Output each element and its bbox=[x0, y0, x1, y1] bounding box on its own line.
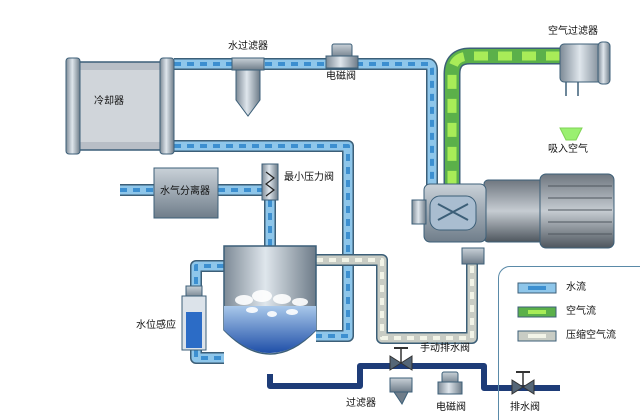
manual-drain-valve-glyph bbox=[389, 347, 413, 371]
legend-swatch-air-flow bbox=[528, 310, 546, 314]
label-manual-drain-valve: 手动排水阀 bbox=[420, 343, 470, 354]
water-filter bbox=[231, 57, 265, 117]
label-drain-valve: 排水阀 bbox=[510, 402, 540, 413]
compressor-unit bbox=[411, 173, 615, 265]
legend-swatches bbox=[517, 282, 557, 342]
bottom-solenoid-glyph bbox=[437, 371, 463, 395]
legend-swatch-water-flow bbox=[528, 286, 546, 290]
label-water-filter: 水过滤器 bbox=[228, 41, 268, 52]
solenoid-top bbox=[325, 43, 359, 69]
label-air-filter: 空气过滤器 bbox=[548, 26, 598, 37]
air-intake-arrow bbox=[559, 127, 583, 141]
label-solenoid-top: 电磁阀 bbox=[326, 71, 356, 82]
pipe-network bbox=[120, 47, 560, 391]
label-min-pressure-valve: 最小压力阀 bbox=[284, 172, 334, 183]
legend-water-label: 水流 bbox=[566, 282, 586, 293]
legend-compressed-label: 压缩空气流 bbox=[566, 330, 616, 341]
air-filter bbox=[559, 41, 611, 96]
drain-valve-glyph bbox=[511, 371, 535, 395]
label-bottom-filter: 过滤器 bbox=[346, 398, 376, 409]
min-pressure-valve bbox=[261, 163, 279, 201]
bottom-filter-glyph bbox=[389, 377, 413, 405]
label-cooler: 冷却器 bbox=[94, 96, 124, 107]
legend-swatch-compressed-flow bbox=[528, 334, 546, 338]
pipe-water-sensor-top-flow bbox=[194, 264, 224, 290]
pipe-compressed-frame bbox=[316, 254, 478, 344]
oil-gas-tank bbox=[223, 245, 317, 355]
pipe-drain bbox=[267, 363, 560, 391]
pipe-water-top-flow bbox=[174, 62, 434, 186]
label-water-level-sensor: 水位感应 bbox=[136, 320, 176, 331]
legend-air-label: 空气流 bbox=[566, 306, 596, 317]
label-solenoid-bottom: 电磁阀 bbox=[436, 402, 466, 413]
pipe-water-sensor-bottom-flow bbox=[194, 350, 224, 360]
pipe-compressed-flow bbox=[316, 258, 474, 340]
cooler bbox=[65, 57, 175, 155]
legend-panel bbox=[498, 266, 640, 420]
pipe-compressed-fill bbox=[316, 255, 477, 343]
label-separator: 水气分离器 bbox=[160, 186, 210, 197]
water-level-sensor bbox=[181, 285, 207, 351]
pipe-water-return-flow bbox=[174, 144, 350, 338]
pipe-air-intake-flow bbox=[447, 51, 560, 200]
water-gas-separator bbox=[153, 167, 219, 219]
label-air-intake: 吸入空气 bbox=[548, 144, 588, 155]
